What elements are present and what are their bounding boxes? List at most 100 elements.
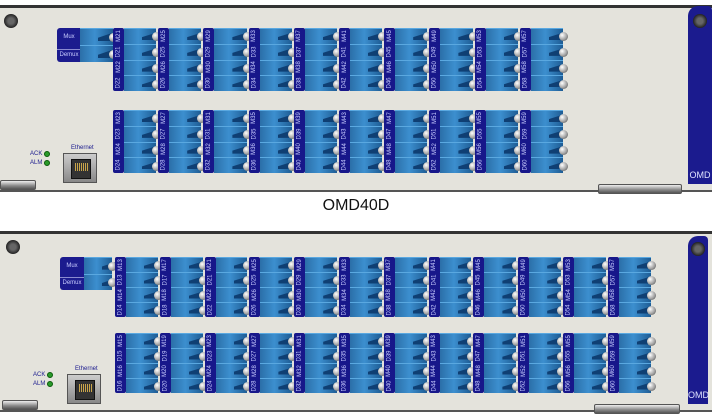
lc-connector-d52[interactable] (529, 378, 566, 393)
lc-connector-m40[interactable] (304, 141, 342, 158)
lc-connector-m23[interactable] (124, 110, 162, 126)
lc-connector-d50[interactable] (529, 302, 566, 317)
lc-connector-m24[interactable] (124, 141, 162, 158)
lc-connector-d55[interactable] (485, 125, 523, 142)
lc-connector-m50[interactable] (529, 287, 566, 302)
lc-connector-d23[interactable] (124, 125, 162, 142)
lc-connector-m59[interactable] (530, 110, 568, 126)
lc-connector-m22[interactable] (215, 287, 253, 302)
lc-connector-d37[interactable] (394, 272, 432, 287)
lc-connector-d58[interactable] (530, 75, 568, 91)
lc-connector-d52[interactable] (440, 157, 478, 173)
lc-connector-d18[interactable] (170, 302, 208, 317)
lc-connector-m35[interactable] (350, 333, 387, 348)
lc-connector-d54[interactable] (574, 302, 611, 317)
lc-connector-m46[interactable] (395, 59, 433, 76)
lc-connector-d60[interactable] (618, 378, 656, 393)
lc-connector-d13[interactable] (126, 272, 163, 287)
lc-connector-d40[interactable] (394, 378, 432, 393)
lc-connector-m41[interactable] (439, 257, 477, 272)
lc-connector-m52[interactable] (529, 363, 566, 378)
lc-connector-m25[interactable] (260, 257, 298, 272)
lc-connector-m38[interactable] (394, 287, 432, 302)
lc-connector-m21[interactable] (215, 257, 253, 272)
lc-connector-m30[interactable] (305, 287, 342, 302)
lc-connector-m34[interactable] (259, 59, 297, 76)
lc-connector-m56[interactable] (485, 141, 523, 158)
right-handle[interactable] (598, 184, 682, 194)
lc-connector-d29[interactable] (305, 272, 342, 287)
lc-connector-m18[interactable] (170, 287, 208, 302)
lc-connector-d21[interactable] (124, 43, 162, 60)
lc-connector-d40[interactable] (304, 157, 342, 173)
lc-connector-m55[interactable] (485, 110, 523, 126)
lc-connector-m23[interactable] (215, 333, 253, 348)
lc-connector-m41[interactable] (350, 28, 388, 44)
lc-connector-m36[interactable] (259, 141, 297, 158)
lc-connector-m29[interactable] (214, 28, 252, 44)
lc-connector-d32[interactable] (305, 378, 342, 393)
lc-connector-d22[interactable] (215, 302, 253, 317)
lc-connector-d29[interactable] (214, 43, 252, 60)
lc-connector-d44[interactable] (439, 378, 477, 393)
lc-connector-m22[interactable] (124, 59, 162, 76)
lc-connector-m26[interactable] (260, 287, 298, 302)
lc-connector-m45[interactable] (395, 28, 433, 44)
lc-connector-d53[interactable] (574, 272, 611, 287)
lc-connector-d26[interactable] (260, 302, 298, 317)
ethernet-port[interactable] (67, 374, 101, 404)
lc-connector-d19[interactable] (170, 348, 208, 363)
lc-connector-m42[interactable] (439, 287, 477, 302)
lc-connector-m49[interactable] (529, 257, 566, 272)
lc-connector-d56[interactable] (574, 378, 611, 393)
lc-connector-d49[interactable] (440, 43, 478, 60)
lc-connector-m21[interactable] (124, 28, 162, 44)
lc-connector-d22[interactable] (124, 75, 162, 91)
lc-connector-d48[interactable] (484, 378, 522, 393)
demux-connector[interactable] (80, 45, 118, 62)
lc-connector-m51[interactable] (529, 333, 566, 348)
lc-connector-m29[interactable] (305, 257, 342, 272)
lc-connector-m57[interactable] (530, 28, 568, 44)
lc-connector-d14[interactable] (126, 302, 163, 317)
lc-connector-d56[interactable] (485, 157, 523, 173)
lc-connector-d58[interactable] (618, 302, 656, 317)
lc-connector-m40[interactable] (394, 363, 432, 378)
lc-connector-m49[interactable] (440, 28, 478, 44)
lc-connector-d37[interactable] (304, 43, 342, 60)
lc-connector-d23[interactable] (215, 348, 253, 363)
lc-connector-m46[interactable] (484, 287, 522, 302)
lc-connector-m39[interactable] (394, 333, 432, 348)
ethernet-port[interactable] (63, 153, 97, 183)
lc-connector-d39[interactable] (394, 348, 432, 363)
lc-connector-d25[interactable] (169, 43, 207, 60)
lc-connector-m27[interactable] (169, 110, 207, 126)
lc-connector-m43[interactable] (350, 110, 388, 126)
lc-connector-d30[interactable] (214, 75, 252, 91)
lc-connector-d28[interactable] (169, 157, 207, 173)
lc-connector-m26[interactable] (169, 59, 207, 76)
lc-connector-d31[interactable] (305, 348, 342, 363)
lc-connector-d48[interactable] (395, 157, 433, 173)
lc-connector-m32[interactable] (214, 141, 252, 158)
lc-connector-m33[interactable] (350, 257, 387, 272)
lc-connector-d54[interactable] (485, 75, 523, 91)
lc-connector-m44[interactable] (439, 363, 477, 378)
lc-connector-m19[interactable] (170, 333, 208, 348)
lc-connector-d32[interactable] (214, 157, 252, 173)
lc-connector-d39[interactable] (304, 125, 342, 142)
lc-connector-m60[interactable] (618, 363, 656, 378)
lc-connector-m31[interactable] (214, 110, 252, 126)
lc-connector-m20[interactable] (170, 363, 208, 378)
lc-connector-m16[interactable] (126, 363, 163, 378)
lc-connector-m47[interactable] (484, 333, 522, 348)
lc-connector-d45[interactable] (395, 43, 433, 60)
lc-connector-m48[interactable] (484, 363, 522, 378)
lc-connector-d46[interactable] (395, 75, 433, 91)
lc-connector-d51[interactable] (529, 348, 566, 363)
lc-connector-m31[interactable] (305, 333, 342, 348)
lc-connector-m58[interactable] (530, 59, 568, 76)
lc-connector-d59[interactable] (618, 348, 656, 363)
lc-connector-d24[interactable] (124, 157, 162, 173)
lc-connector-d25[interactable] (260, 272, 298, 287)
